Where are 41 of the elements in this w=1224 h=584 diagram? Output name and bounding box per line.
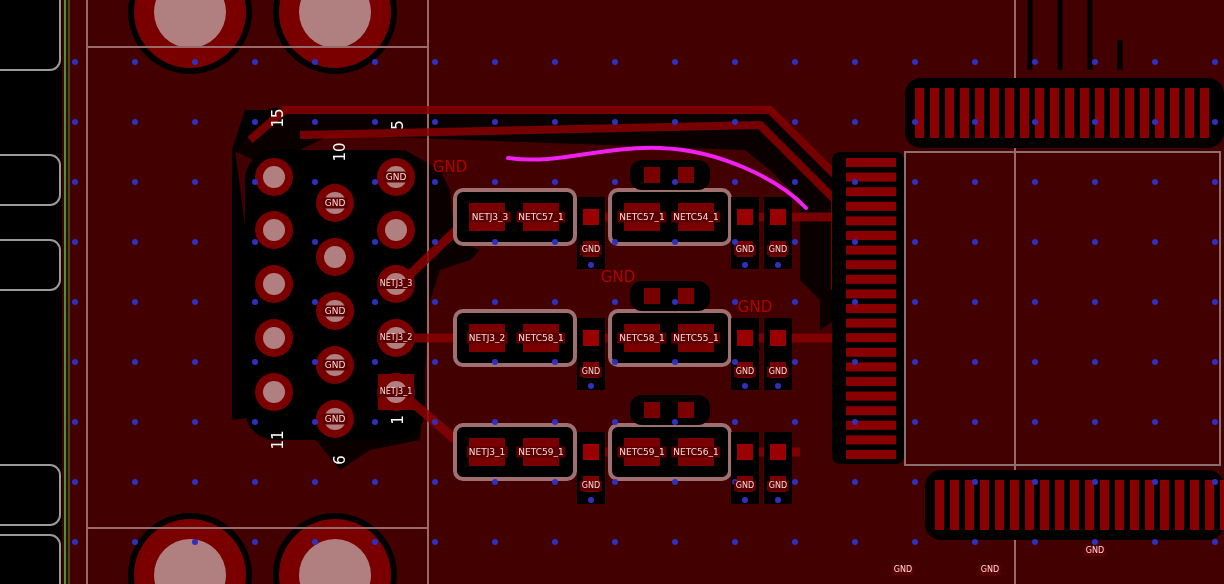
pad-label: NETJ3_2: [377, 333, 415, 343]
pad-label: NETC54_1: [671, 211, 721, 223]
pin-number: 10: [332, 142, 348, 162]
pad-label: GND: [579, 367, 603, 377]
pin-number: 11: [270, 430, 286, 450]
net-label: GND: [600, 269, 636, 285]
pad-label: GND: [322, 359, 348, 371]
pad-label: GND: [383, 171, 409, 183]
pad-label: NETC55_1: [671, 332, 721, 344]
pad-label: NETC57_1: [516, 211, 566, 223]
pin-number: 5: [390, 120, 406, 130]
pin-number: 1: [390, 415, 406, 425]
pad-label: GND: [733, 245, 757, 255]
pad-label: GND: [766, 367, 790, 377]
pad-label: NETC58_1: [617, 332, 667, 344]
pad-label: GND: [766, 481, 790, 491]
pad-label: GND: [733, 367, 757, 377]
pad-label: GND: [579, 481, 603, 491]
pin-number: 15: [270, 108, 286, 128]
pad-label: NETC56_1: [671, 446, 721, 458]
pad-label: GND: [733, 481, 757, 491]
pad-label: NETJ3_2: [466, 332, 508, 344]
pad-label: NETC57_1: [617, 211, 667, 223]
pad-label: GND: [978, 565, 1002, 575]
pad-label: GND: [322, 197, 348, 209]
pad-label: NETJ3_1: [466, 446, 508, 458]
net-label: GND: [737, 299, 773, 315]
pad-label: GND: [322, 305, 348, 317]
net-label: GND: [432, 159, 468, 175]
pad-label: NETC59_1: [617, 446, 667, 458]
pad-label: NETJ3_3: [469, 211, 511, 223]
pad-label: GND: [1083, 546, 1107, 556]
pad-label: GND: [322, 413, 348, 425]
pad-label: NETJ3_1: [377, 387, 415, 397]
pad-label: NETC59_1: [516, 446, 566, 458]
pad-label: NETJ3_3: [377, 279, 415, 289]
pad-label: NETC58_1: [516, 332, 566, 344]
pin-number: 6: [332, 455, 348, 465]
pad-label: GND: [766, 245, 790, 255]
pad-label: GND: [891, 565, 915, 575]
pad-label: GND: [579, 245, 603, 255]
